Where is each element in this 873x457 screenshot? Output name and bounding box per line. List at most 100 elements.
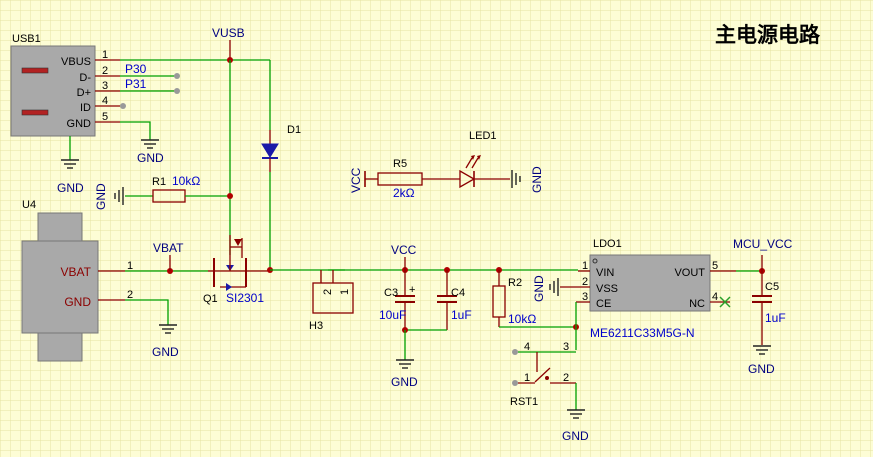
usb-num-1: 1 — [102, 49, 108, 61]
c4-value: 1uF — [451, 308, 472, 322]
rst-ref: RST1 — [510, 396, 538, 408]
usb-pin-gnd: GND — [67, 118, 92, 130]
gnd-caps-label: GND — [391, 375, 418, 389]
h3-pin-b: 1 — [339, 289, 351, 295]
ldo-pin-vin: VIN — [596, 267, 614, 279]
gnd-usb-shell-label: GND — [57, 181, 84, 195]
usb-connector[interactable]: USB1 VBUS D- D+ ID GND 1 2 3 4 5 — [10, 33, 120, 137]
usb-pin-dplus: D+ — [77, 87, 91, 99]
junction-r1 — [227, 193, 233, 199]
ldo-part: ME6211C33M5G-N — [590, 326, 694, 340]
r5-ref: R5 — [393, 158, 407, 170]
usb-pin-vbus: VBUS — [61, 56, 91, 68]
gnd-usb-label: GND — [137, 151, 164, 165]
usb-pad-top — [21, 67, 49, 74]
gnd-r1-label: GND — [94, 183, 108, 210]
capacitor-c5[interactable]: C5 1uF — [752, 271, 786, 345]
u4-num-1: 1 — [127, 260, 133, 272]
regulator-ldo1[interactable]: LDO1 VIN VSS CE VOUT NC 1 2 3 5 4 ME6211… — [560, 238, 736, 340]
u4-pin-gnd: GND — [64, 295, 91, 309]
usb-num-3: 3 — [102, 80, 108, 92]
u4-pin-vbat: VBAT — [61, 265, 92, 279]
usb-pad-bottom — [21, 109, 49, 116]
c3-ref: C3 — [384, 287, 398, 299]
c5-value: 1uF — [765, 311, 786, 325]
r1-value: 10kΩ — [172, 174, 200, 188]
ldo-pin-vout: VOUT — [674, 267, 705, 279]
resistor-r1[interactable]: R1 10kΩ — [152, 174, 200, 203]
led1-ref: LED1 — [469, 130, 497, 142]
net-label-mcu-vcc: MCU_VCC — [733, 237, 793, 251]
net-label-vcc: VCC — [391, 243, 417, 257]
h3-pin-a: 2 — [322, 289, 334, 295]
rst-pin4-end — [512, 349, 518, 355]
gnd-r1-symbol — [114, 187, 124, 205]
net-label-vbat: VBAT — [153, 241, 184, 255]
capacitor-c4[interactable]: C4 1uF — [437, 270, 472, 330]
usb-num-2: 2 — [102, 65, 108, 77]
battery-holder-u4[interactable]: U4 VBAT GND 1 2 — [21, 199, 133, 362]
page-title: 主电源电路 — [715, 23, 821, 47]
c5-ref: C5 — [765, 281, 779, 293]
ldo-num-3: 3 — [582, 291, 588, 303]
d1-ref: D1 — [287, 124, 301, 136]
resistor-r2[interactable]: R2 10kΩ — [492, 270, 536, 327]
usb-ref: USB1 — [12, 33, 41, 45]
net-label-p31: P31 — [125, 77, 147, 91]
c3-polarity: + — [409, 284, 415, 296]
net-end-p30 — [174, 73, 180, 79]
usb-pin-id: ID — [80, 102, 91, 114]
q1-arrow — [226, 283, 232, 291]
reset-switch-rst1[interactable]: 4 3 1 2 RST1 — [510, 341, 576, 408]
ldo-pin-vss: VSS — [596, 283, 618, 295]
r2-value: 10kΩ — [508, 312, 536, 326]
usb-num-5: 5 — [102, 111, 108, 123]
led-led1[interactable]: LED1 — [459, 130, 497, 189]
r5-value: 2kΩ — [393, 186, 415, 200]
usb-num-4: 4 — [102, 95, 108, 107]
ldo-pin-ce: CE — [596, 298, 611, 310]
u4-num-2: 2 — [127, 289, 133, 301]
c4-ref: C4 — [451, 287, 465, 299]
ldo-ref: LDO1 — [593, 238, 622, 250]
ldo-num-5: 5 — [712, 260, 718, 272]
nc-cross-icon — [719, 296, 731, 308]
gnd-led-symbol — [511, 170, 521, 188]
net-end-p31 — [174, 88, 180, 94]
c3-value: 10uF — [379, 308, 406, 322]
rst-num-1: 1 — [524, 372, 530, 384]
mosfet-q1[interactable]: Q1 SI2301 — [203, 235, 270, 305]
ldo-num-1: 1 — [582, 260, 588, 272]
q1-gate-diode — [234, 239, 242, 246]
diode-d1-triangle — [261, 143, 279, 158]
q1-part: SI2301 — [226, 291, 264, 305]
led-arrow-2 — [477, 155, 481, 160]
header-h3[interactable]: 2 1 H3 — [309, 269, 354, 332]
gnd-rst-label: GND — [562, 429, 589, 443]
rst-num-4: 4 — [524, 341, 530, 353]
q1-ref: Q1 — [203, 293, 218, 305]
r2-ref: R2 — [508, 277, 522, 289]
led-arrow-1 — [471, 155, 475, 160]
gnd-ldo-label: GND — [532, 275, 546, 302]
rst-contact — [545, 376, 549, 380]
ldo-num-2: 2 — [582, 276, 588, 288]
diode-d1[interactable]: D1 — [261, 124, 301, 172]
net-label-vusb: VUSB — [212, 26, 245, 40]
rst-num-2: 2 — [563, 372, 569, 384]
usb-body — [10, 45, 96, 137]
gnd-ldo-symbol — [549, 278, 559, 296]
u4-ref: U4 — [22, 199, 36, 211]
gnd-c5-label: GND — [748, 362, 775, 376]
net-label-vcc-led: VCC — [349, 167, 363, 193]
h3-ref: H3 — [309, 320, 323, 332]
ldo-pin-nc: NC — [689, 298, 705, 310]
ldo-num-4: 4 — [712, 291, 718, 303]
capacitor-c3[interactable]: + C3 10uF — [379, 270, 415, 330]
usb-pin-dminus: D- — [79, 72, 91, 84]
gnd-led-label: GND — [530, 166, 544, 193]
ldo-pin1-marker — [592, 258, 598, 264]
net-label-p30: P30 — [125, 62, 147, 76]
r1-ref: R1 — [152, 176, 166, 188]
